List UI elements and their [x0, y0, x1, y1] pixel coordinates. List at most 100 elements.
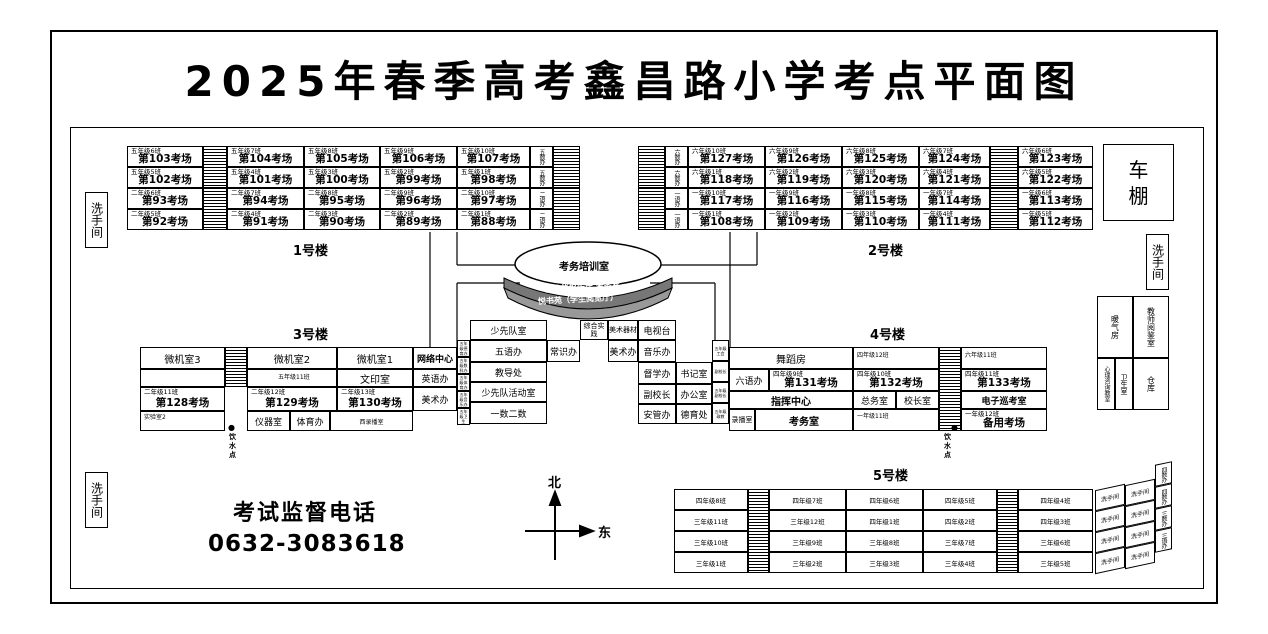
- print-room: 文印室: [337, 369, 413, 387]
- exam-room: 五年级1班第98考场: [457, 167, 530, 188]
- stairs: [748, 489, 769, 573]
- water-dot-icon: ●: [228, 423, 235, 432]
- exam-room: 五年级2班第99考场: [380, 167, 457, 188]
- grade5-chinese-office: 五语办: [470, 340, 547, 362]
- network-center: 网络中心: [413, 347, 457, 369]
- command-center: 指挥中心: [729, 391, 853, 409]
- exam-room: 二年级3班第90考场: [304, 209, 380, 230]
- exam-room: 六年级10班第127考场: [688, 146, 765, 167]
- compass-east: 东: [598, 526, 612, 541]
- stairs: [997, 489, 1018, 573]
- exam-room-132: 四年级10班第132考场: [853, 369, 939, 391]
- classroom: 四年级7班: [769, 489, 846, 510]
- exam-room: 一年级1班第108考场: [688, 209, 765, 230]
- health-room: 卫生室: [1115, 358, 1133, 410]
- exam-room: 一年级5班第112考场: [1018, 209, 1093, 230]
- safety-office: 安管办: [638, 404, 676, 424]
- dance-room: 舞蹈房: [729, 347, 853, 369]
- exam-room: 六年级6班第123考场: [1018, 146, 1093, 167]
- boiler-room: 暖气房: [1097, 296, 1133, 358]
- common-office: 常识办: [547, 340, 580, 362]
- classroom: 三年级10班: [674, 531, 748, 552]
- small-office: 五年级体育办: [457, 374, 470, 391]
- exam-room: 五年级6班第103考场: [127, 146, 203, 167]
- psychology-room: 心理咨询教室: [1097, 358, 1115, 410]
- class-1-11: 一年级11班: [853, 409, 939, 431]
- exam-room: 六年级4班第121考场: [919, 167, 990, 188]
- side-office: 六数办: [665, 146, 688, 167]
- exam-room: 六年级1班第118考场: [688, 167, 765, 188]
- exam-room: 一年级7班第114考场: [919, 188, 990, 209]
- exam-room: 五年级10班第107考场: [457, 146, 530, 167]
- classroom: 三年级9班: [769, 531, 846, 552]
- exam-room: 二年级5班第92考场: [127, 209, 203, 230]
- exam-room: 五年级3班第100考场: [304, 167, 380, 188]
- exam-room: 五年级4班第101考场: [227, 167, 304, 188]
- exam-room-133: 四年级11班第133考场: [961, 369, 1047, 391]
- side-office: 五数办: [530, 167, 553, 188]
- side-office: 一语办: [665, 188, 688, 209]
- secretary-room: 书记室: [676, 362, 712, 384]
- class-4-12: 四年级12班: [853, 347, 939, 369]
- stairs: [553, 146, 580, 188]
- water-point-east: 饮水点: [944, 433, 951, 459]
- classroom: 三年级2班: [769, 552, 846, 573]
- lab-2: 实验室2: [140, 411, 225, 431]
- exam-room: 六年级2班第119考场: [765, 167, 842, 188]
- storage-room: 仓库: [1133, 358, 1169, 410]
- exam-room: 五年级5班第102考场: [127, 167, 203, 188]
- exam-room: 六年级8班第125考场: [842, 146, 919, 167]
- classroom: 三年级11班: [674, 510, 748, 531]
- small-office: 五年级工会: [712, 340, 729, 361]
- restroom-west-1: 洗手间: [85, 192, 108, 248]
- stairs: [225, 347, 247, 387]
- exam-room: 六年级7班第124考场: [919, 146, 990, 167]
- exam-affairs-room: 考务室: [755, 409, 853, 431]
- class-5-11: 五年级11班: [247, 369, 337, 387]
- exam-room: 一年级2班第109考场: [765, 209, 842, 230]
- classroom: 三年级8班: [846, 531, 923, 552]
- exam-room: 二年级7班第94考场: [227, 188, 304, 209]
- computer-room-2: 微机室2: [247, 347, 337, 369]
- exam-room: 一年级8班第115考场: [842, 188, 919, 209]
- small-office: 五年级副校长: [712, 382, 729, 403]
- office: 办公室: [676, 384, 712, 404]
- exam-room: 二年级6班第93考场: [127, 188, 203, 209]
- stairs: [990, 146, 1018, 188]
- training-room: 考务培训室: [559, 262, 609, 273]
- exam-room: 一年级6班第113考场: [1018, 188, 1093, 209]
- exam-room: 二年级10班第97考场: [457, 188, 530, 209]
- classroom: 三年级3班: [846, 552, 923, 573]
- comprehensive-practice: 综合实践: [580, 320, 608, 340]
- side-office: 六数办: [665, 167, 688, 188]
- backup-exam-room: 一年级12班备用考场: [961, 409, 1047, 431]
- classroom: 四年级5班: [923, 489, 997, 510]
- electronic-patrol-room: 电子巡考室: [961, 391, 1047, 409]
- small-office: 五年级卫生: [457, 408, 470, 425]
- supervision-label: 考试监督电话: [233, 501, 378, 526]
- stairs: [203, 188, 227, 230]
- art-office: 美术办: [413, 387, 457, 411]
- teacher-reading-room: 教师阅鉴室: [1133, 296, 1169, 358]
- stairs: [990, 188, 1018, 230]
- computer-room-1: 微机室1: [337, 347, 413, 369]
- grade6-chinese-office: 六语办: [729, 369, 769, 391]
- classroom: 三年级12班: [769, 510, 846, 531]
- exam-room: 二年级2班第89考场: [380, 209, 457, 230]
- vice-principal: 副校长: [638, 384, 676, 404]
- campus-boundary: [70, 127, 1204, 589]
- classroom: 四年级3班: [1018, 510, 1093, 531]
- exam-room: 一年级4班第111考场: [919, 209, 990, 230]
- west-broadcast-room: 西录播室: [330, 411, 413, 431]
- exam-room: 六年级9班第126考场: [765, 146, 842, 167]
- english-office: 英语办: [413, 369, 457, 387]
- small-office: 五年级数科办: [457, 357, 470, 374]
- exam-room: 六年级3班第120考场: [842, 167, 919, 188]
- building-1-label: 1号楼: [293, 244, 329, 259]
- restroom-east: 洗手间: [1146, 234, 1169, 290]
- pe-office: 体育办: [290, 411, 330, 431]
- classroom: 四年级4班: [1018, 489, 1093, 510]
- art-supplies: 美术器材: [608, 320, 638, 340]
- classroom: 三年级1班: [674, 552, 748, 573]
